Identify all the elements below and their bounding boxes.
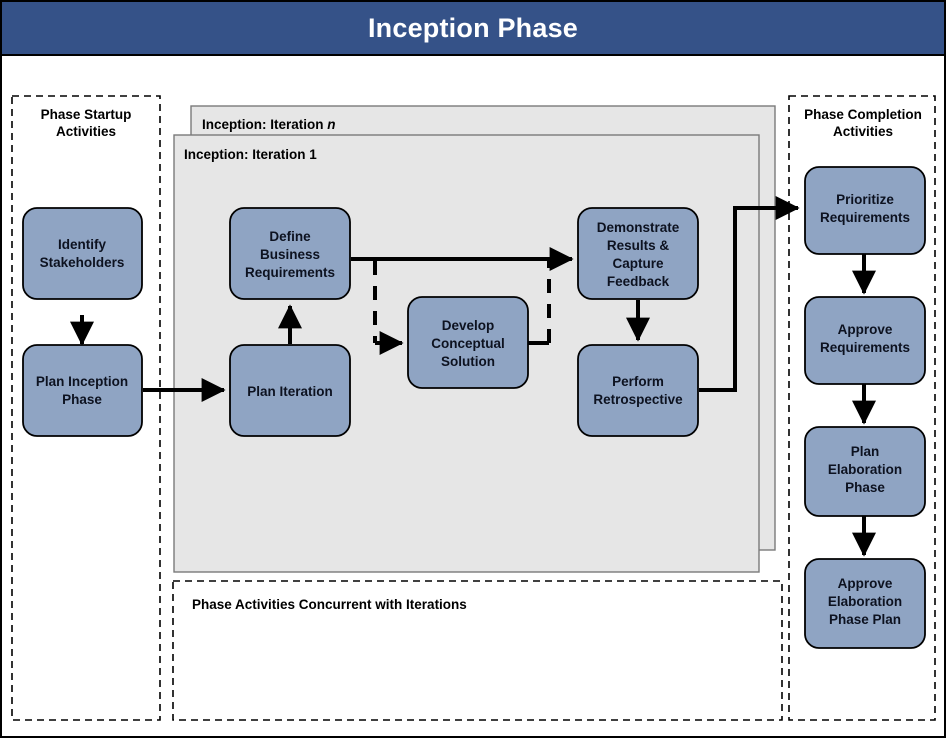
- node-plan-elaboration-phase[interactable]: Plan Elaboration Phase: [804, 426, 926, 517]
- node-define-business-requirements-box[interactable]: [229, 207, 351, 300]
- node-perform-retrospective[interactable]: Perform Retrospective: [577, 344, 699, 437]
- page-title: Inception Phase: [367, 12, 579, 43]
- node-perform-retrospective-line-0: Perform: [612, 374, 664, 389]
- node-approve-elaboration-phase-plan-box[interactable]: [804, 558, 926, 649]
- node-develop-conceptual-solution-line-1: Conceptual: [431, 336, 505, 351]
- iteration-panel-n-title: Inception: Iteration n: [202, 117, 336, 132]
- lane-phase-completion: [788, 95, 936, 721]
- node-develop-conceptual-solution-line-2: Solution: [441, 354, 495, 369]
- page-title-bar: Inception Phase: [2, 2, 944, 56]
- node-approve-requirements[interactable]: Approve Requirements: [804, 296, 926, 385]
- node-demonstrate-results-line-1: Results &: [607, 238, 670, 253]
- node-approve-elaboration-phase-plan-line-1: Elaboration: [828, 594, 902, 609]
- node-develop-conceptual-solution[interactable]: Develop Conceptual Solution: [407, 296, 529, 389]
- node-develop-conceptual-solution-box[interactable]: [407, 296, 529, 389]
- node-plan-elaboration-phase-line-1: Elaboration: [828, 462, 902, 477]
- node-approve-elaboration-phase-plan-line-2: Phase Plan: [829, 612, 901, 627]
- node-plan-iteration[interactable]: Plan Iteration: [229, 344, 351, 437]
- node-approve-requirements-box[interactable]: [804, 296, 926, 385]
- node-approve-elaboration-phase-plan-line-0: Approve: [838, 576, 893, 591]
- node-plan-inception-phase-box[interactable]: [22, 344, 143, 437]
- node-approve-elaboration-phase-plan[interactable]: Approve Elaboration Phase Plan: [804, 558, 926, 649]
- lane-phase-activities-concurrent-title: Phase Activities Concurrent with Iterati…: [192, 597, 467, 612]
- node-identify-stakeholders[interactable]: Identify Stakeholders: [22, 207, 143, 300]
- lane-phase-activities-concurrent: [172, 580, 783, 721]
- node-plan-elaboration-phase-line-0: Plan: [851, 444, 880, 459]
- lane-phase-startup: [11, 95, 161, 721]
- diagram-canvas: Phase Startup Activities Inception: Iter…: [2, 56, 944, 736]
- node-demonstrate-results-line-2: Capture: [612, 256, 663, 271]
- node-prioritize-requirements-box[interactable]: [804, 166, 926, 255]
- node-prioritize-requirements-line-0: Prioritize: [836, 192, 894, 207]
- node-perform-retrospective-box[interactable]: [577, 344, 699, 437]
- arrow-retrospective-to-prioritize: [699, 196, 800, 392]
- node-plan-iteration-box[interactable]: [229, 344, 351, 437]
- node-define-business-requirements[interactable]: Define Business Requirements: [229, 207, 351, 300]
- node-plan-inception-phase[interactable]: Plan Inception Phase: [22, 344, 143, 437]
- node-prioritize-requirements-line-1: Requirements: [820, 210, 910, 225]
- node-approve-requirements-line-1: Requirements: [820, 340, 910, 355]
- node-define-business-requirements-line-1: Business: [260, 247, 320, 262]
- node-plan-elaboration-phase-line-2: Phase: [845, 480, 885, 495]
- lane-phase-completion-title-line1: Phase Completion: [804, 107, 922, 122]
- node-plan-inception-phase-line-0: Plan Inception: [36, 374, 128, 389]
- node-plan-elaboration-phase-box[interactable]: [804, 426, 926, 517]
- node-plan-iteration-line-0: Plan Iteration: [247, 384, 333, 399]
- node-identify-stakeholders-line-0: Identify: [58, 237, 106, 252]
- node-approve-requirements-line-0: Approve: [838, 322, 893, 337]
- lane-phase-completion-title-line2: Activities: [833, 124, 893, 139]
- node-plan-inception-phase-line-1: Phase: [62, 392, 102, 407]
- node-identify-stakeholders-box[interactable]: [22, 207, 143, 300]
- node-demonstrate-results-line-3: Feedback: [607, 274, 670, 289]
- node-define-business-requirements-line-0: Define: [269, 229, 311, 244]
- diagram-svg: Phase Startup Activities Inception: Iter…: [11, 95, 936, 721]
- node-demonstrate-results-box[interactable]: [577, 207, 699, 300]
- node-demonstrate-results-line-0: Demonstrate: [597, 220, 680, 235]
- node-develop-conceptual-solution-line-0: Develop: [442, 318, 495, 333]
- node-demonstrate-results[interactable]: Demonstrate Results & Capture Feedback: [577, 207, 699, 300]
- lane-phase-startup-title-line2: Activities: [56, 124, 116, 139]
- iteration-panel-1-title: Inception: Iteration 1: [184, 147, 317, 162]
- node-identify-stakeholders-line-1: Stakeholders: [40, 255, 125, 270]
- node-prioritize-requirements[interactable]: Prioritize Requirements: [804, 166, 926, 255]
- lane-phase-startup-title-line1: Phase Startup: [41, 107, 132, 122]
- node-define-business-requirements-line-2: Requirements: [245, 265, 335, 280]
- node-perform-retrospective-line-1: Retrospective: [593, 392, 683, 407]
